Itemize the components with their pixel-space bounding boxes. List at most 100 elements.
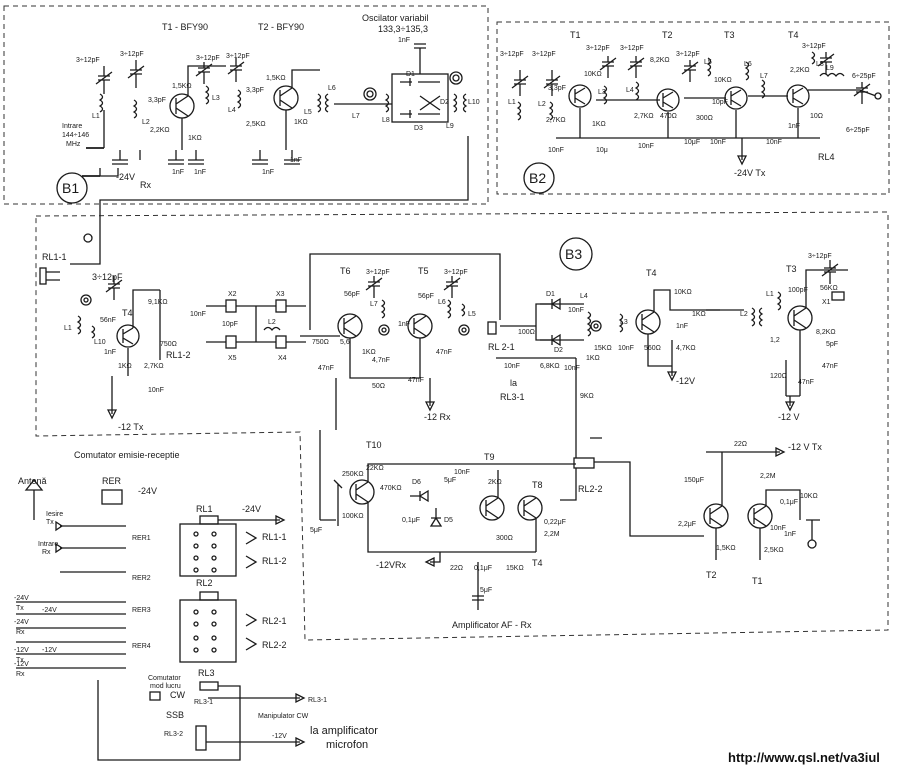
svg-text:1nF: 1nF <box>398 37 410 44</box>
b3-diode-d6: D6 <box>410 479 429 503</box>
svg-text:100pF: 100pF <box>788 287 808 294</box>
b1-coil-l9 <box>452 93 458 113</box>
svg-text:2,2KΩ: 2,2KΩ <box>790 67 810 74</box>
b1-coil-l8 <box>384 93 390 113</box>
switch-mic-amp-label: la amplificator <box>310 725 378 737</box>
svg-text:RL3-1: RL3-1 <box>308 697 327 704</box>
svg-text:100KΩ: 100KΩ <box>342 513 364 520</box>
b3-supply-12v-tx: -12 V Tx <box>788 442 822 452</box>
b3-trimmer-1 <box>105 276 123 300</box>
b2-transistor-t2 <box>656 88 680 112</box>
svg-text:2,7KΩ: 2,7KΩ <box>634 113 654 120</box>
b3-transistor-t1 <box>747 503 773 529</box>
svg-text:1nF: 1nF <box>172 169 184 176</box>
svg-text:-24V: -24V <box>14 595 29 602</box>
svg-text:D2: D2 <box>440 99 449 106</box>
svg-text:RL1: RL1 <box>196 504 213 514</box>
svg-text:47nF: 47nF <box>822 363 838 370</box>
svg-text:1KΩ: 1KΩ <box>118 363 132 370</box>
switch-rl2-contacts <box>179 599 237 663</box>
svg-text:-24V: -24V <box>138 486 157 496</box>
svg-text:1KΩ: 1KΩ <box>188 135 202 142</box>
svg-text:L8: L8 <box>382 117 390 124</box>
svg-text:3÷12pF: 3÷12pF <box>92 272 123 282</box>
b3-transistor-t9 <box>479 495 505 521</box>
svg-text:-12V: -12V <box>272 733 287 740</box>
svg-text:1,2: 1,2 <box>770 337 780 344</box>
b3-relay-rl12: RL1-2 <box>166 350 191 360</box>
svg-text:10nF: 10nF <box>766 139 782 146</box>
svg-text:D2: D2 <box>554 347 563 354</box>
b3-diode-d5: D5 <box>429 508 453 527</box>
svg-text:RER3: RER3 <box>132 607 151 614</box>
svg-text:L6: L6 <box>744 61 752 68</box>
svg-text:2,2M: 2,2M <box>544 531 560 538</box>
b3-transistor-t10 <box>349 479 375 505</box>
svg-text:56pF: 56pF <box>418 293 434 300</box>
switch-rl1-contacts <box>179 523 237 577</box>
svg-text:T4: T4 <box>532 558 543 568</box>
svg-text:2,2μF: 2,2μF <box>678 521 696 528</box>
svg-text:Rx: Rx <box>16 629 25 636</box>
b1-oscillator-bridge: D1 D2 D3 <box>391 71 449 132</box>
svg-text:L2: L2 <box>740 311 748 318</box>
svg-text:3÷12pF: 3÷12pF <box>802 43 826 50</box>
svg-text:10nF: 10nF <box>568 307 584 314</box>
svg-text:T1: T1 <box>752 576 763 586</box>
antenna-icon <box>24 478 44 520</box>
svg-text:L5: L5 <box>468 311 476 318</box>
svg-text:1KΩ: 1KΩ <box>362 349 376 356</box>
svg-text:0,1μF: 0,1μF <box>780 499 798 506</box>
svg-text:-12V: -12V <box>14 661 29 668</box>
svg-text:4,7nF: 4,7nF <box>372 357 390 364</box>
block-b2: T1 T2 T3 T4 3÷12pF 3÷12pF 3÷12pF 3÷12pF … <box>500 30 882 194</box>
svg-text:-12V: -12V <box>14 647 29 654</box>
b3-coil-l11 <box>76 315 82 335</box>
b2-trimmer-4 <box>627 56 645 78</box>
b3-diode-d2: D2 <box>540 333 563 354</box>
b1-coil-l4 <box>236 89 242 109</box>
b2-relay-label: RL4 <box>818 152 835 162</box>
svg-text:9,1KΩ: 9,1KΩ <box>148 299 168 306</box>
svg-text:2,7KΩ: 2,7KΩ <box>144 363 164 370</box>
svg-text:T4: T4 <box>122 308 133 318</box>
svg-text:2KΩ: 2KΩ <box>488 479 502 486</box>
svg-text:22KΩ: 22KΩ <box>366 465 384 472</box>
svg-text:3÷12pF: 3÷12pF <box>808 253 832 260</box>
b2-coil-l9 <box>819 72 845 78</box>
svg-text:750Ω: 750Ω <box>160 341 177 348</box>
b1-input-label: Intrare <box>62 123 82 130</box>
svg-text:1nF: 1nF <box>194 169 206 176</box>
b1-coil-l3 <box>204 85 210 105</box>
svg-text:T5: T5 <box>418 266 429 276</box>
b2-coil-l6 <box>744 61 750 81</box>
b3-supply-12v: -12V <box>676 376 695 386</box>
b3-crystal-filter <box>206 299 306 349</box>
svg-text:4,7KΩ: 4,7KΩ <box>676 345 696 352</box>
b1-t2-label: T2 - BFY90 <box>258 22 304 32</box>
b1-block-badge <box>56 172 88 204</box>
svg-text:Rx: Rx <box>16 671 25 678</box>
b1-transistor-t1 <box>169 93 195 119</box>
b1-osc-range: 133,3÷135,3 <box>378 24 428 34</box>
svg-text:RER2: RER2 <box>132 575 151 582</box>
b2-coil-l5 <box>706 57 712 77</box>
b3-trimmer-2 <box>365 276 383 298</box>
svg-text:D3: D3 <box>414 125 423 132</box>
svg-text:10KΩ: 10KΩ <box>674 289 692 296</box>
svg-text:T1: T1 <box>570 30 581 40</box>
b1-coil-l6 <box>324 93 330 113</box>
svg-text:0,1μF: 0,1μF <box>402 517 420 524</box>
svg-text:T3: T3 <box>786 264 797 274</box>
b3-transistor-t8 <box>517 495 543 521</box>
svg-text:T4: T4 <box>646 268 657 278</box>
b2-supply-label: -24V Tx <box>734 168 766 178</box>
svg-text:X5: X5 <box>228 355 237 362</box>
b3-relay-rl31-prefix: la <box>510 378 517 388</box>
svg-text:56nF: 56nF <box>100 317 116 324</box>
svg-text:Intrare: Intrare <box>38 541 58 548</box>
b3-af-amp-label: Amplificator AF - Rx <box>452 620 532 630</box>
svg-text:56pF: 56pF <box>344 291 360 298</box>
svg-text:1KΩ: 1KΩ <box>294 119 308 126</box>
